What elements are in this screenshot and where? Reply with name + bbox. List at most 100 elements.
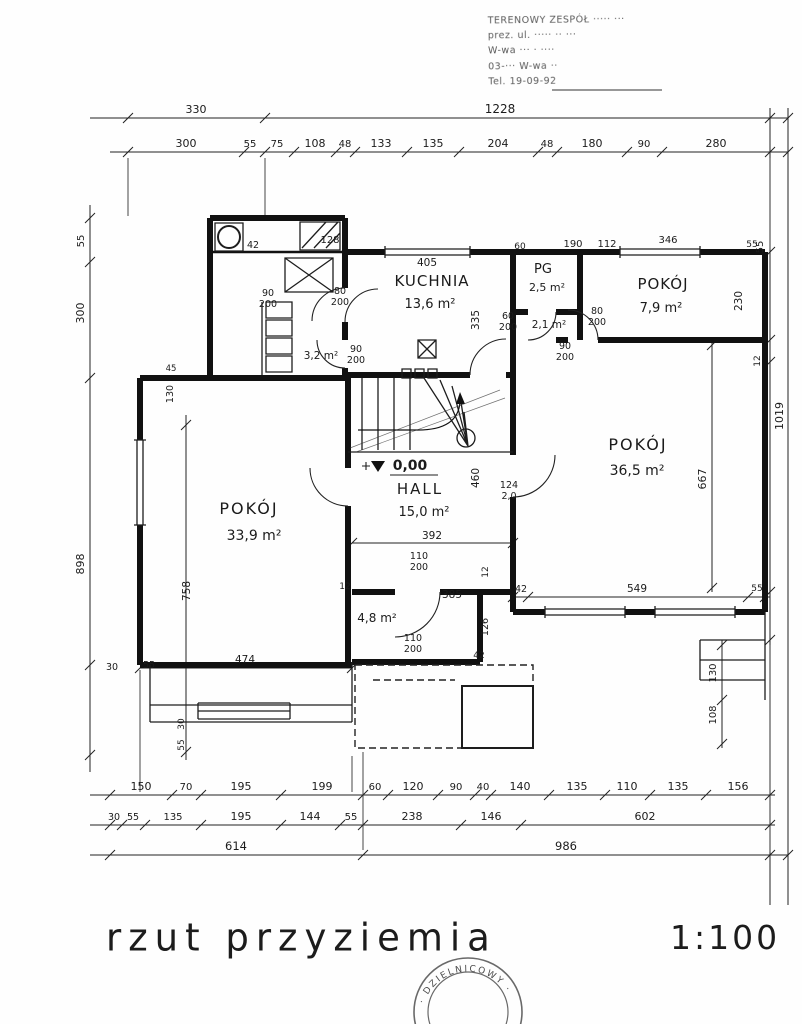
dim-label: 200 [556,352,574,363]
flue-symbol [401,339,438,379]
dim-label: 90 [559,341,571,352]
room-area-pokoj-1: 7,9 m² [640,301,683,316]
dim-label: 30 [108,812,120,823]
dim-label: 55 [177,739,187,750]
dim-label: 602 [635,810,656,823]
dim-label: 42 [247,240,259,251]
level-mark-lines [362,462,438,476]
dim-label: 30 [106,662,118,673]
dim-label: 335 [470,310,482,330]
drawing-scale: 1:100 [670,918,781,957]
dim-label: 180 [582,137,603,150]
exterior-steps [699,612,766,700]
dim-label: 75 [271,139,284,150]
dim-label: 898 [74,554,87,575]
boiler-box [214,222,244,252]
dim-label: 126 [480,618,491,636]
dim-label: 199 [312,780,333,793]
dim-label: 110 [410,551,428,562]
room-label-pokoj-2: POKÓJ [608,435,667,454]
dim-label: 60 [369,782,382,793]
dim-label: 108 [708,705,719,724]
dim-label: 60 [514,242,526,252]
stairs-steps [348,377,513,453]
dim-label: 12 [481,566,491,577]
dim-label: 130 [165,385,176,403]
room-area-kuchnia: 13,6 m² [405,297,456,312]
dim-label: 146 [481,810,502,823]
dim-label: 40 [477,782,490,793]
room-label-kuchnia: KUCHNIA [394,272,469,290]
stairs-pivot [456,428,476,448]
dim-label: 80 [591,306,603,317]
stamp-arc-text: · DZIELNICOWY · [417,964,511,1005]
dim-label: 195 [231,780,252,793]
drawing-title: rzut przyziemia [106,915,497,960]
dim-label: 48 [541,139,554,150]
dim-label: 90 [350,344,362,355]
boiler-circle [217,225,241,249]
dim-label: 140 [510,780,531,793]
dim-label: 135 [567,780,588,793]
terrace-dashed [354,664,534,749]
room-label-pokoj-3: POKÓJ [219,499,278,518]
dim-label: 55 [746,240,757,250]
dim-label: 392 [422,530,442,542]
dim-label: 55 [755,241,766,254]
dim-label: 200 [259,299,277,310]
dim-label: 156 [728,780,749,793]
dim-label: 758 [181,581,193,601]
dim-label: 55 [345,812,358,823]
dim-label: 45 [166,364,177,374]
detail-lines [134,221,766,723]
dim-label: 42 [515,584,527,595]
dim-label: 549 [627,583,647,595]
level-mark-triangle [371,461,385,472]
dim-label: 135 [423,137,444,150]
dim-label: 204 [488,137,509,150]
dim-label: 128 [320,235,339,246]
dim-label: 200 [404,644,422,655]
dim-label: 986 [555,839,577,853]
room-area-pokoj-2: 36,5 m² [610,463,665,479]
dim-label: 300 [176,137,197,150]
room-area-corridor: 3,2 m² [304,350,338,362]
window-lines [134,246,736,618]
dim-label: 280 [706,137,727,150]
dim-label: 42 [473,651,484,661]
dim-label: 200 [499,322,517,333]
room-area-hall: 15,0 m² [399,505,450,520]
dim-label: 238 [402,810,423,823]
dim-label: 230 [733,291,745,311]
dim-label: 614 [225,839,247,853]
dim-label: 1228 [485,102,516,116]
dim-label: 90 [450,782,463,793]
dim-label: 120 [403,780,424,793]
dim-label: 60 [502,311,514,322]
dim-label: 48 [339,139,352,150]
dim-label: 80 [334,286,346,297]
dim-label: 2,0 [501,491,516,502]
room-label-pokoj-1: POKÓJ [637,274,688,293]
dim-label: 405 [417,257,437,269]
dim-label: 385 [442,589,462,601]
dim-label: 130 [708,663,719,682]
dim-label: 667 [696,469,709,490]
room-label-hall: HALL [397,480,443,498]
dim-label: 300 [74,303,87,324]
flue-ladder [261,301,293,375]
dim-label: 195 [231,810,252,823]
dim-label: 200 [410,562,428,573]
dim-label: 108 [305,137,326,150]
dim-label: 110 [404,633,422,644]
svg-text:· DZIELNICOWY ·: · DZIELNICOWY · [417,964,513,1005]
dim-label: 200 [331,297,349,308]
room-label-pg: PG [534,262,552,277]
terrace-left [149,662,353,723]
walls [137,215,768,668]
room-area-passage: 2,1 m² [532,319,566,331]
room-area-pokoj-3: 33,9 m² [227,528,282,544]
door-arcs [309,287,599,638]
dim-label: 55 [76,235,87,248]
